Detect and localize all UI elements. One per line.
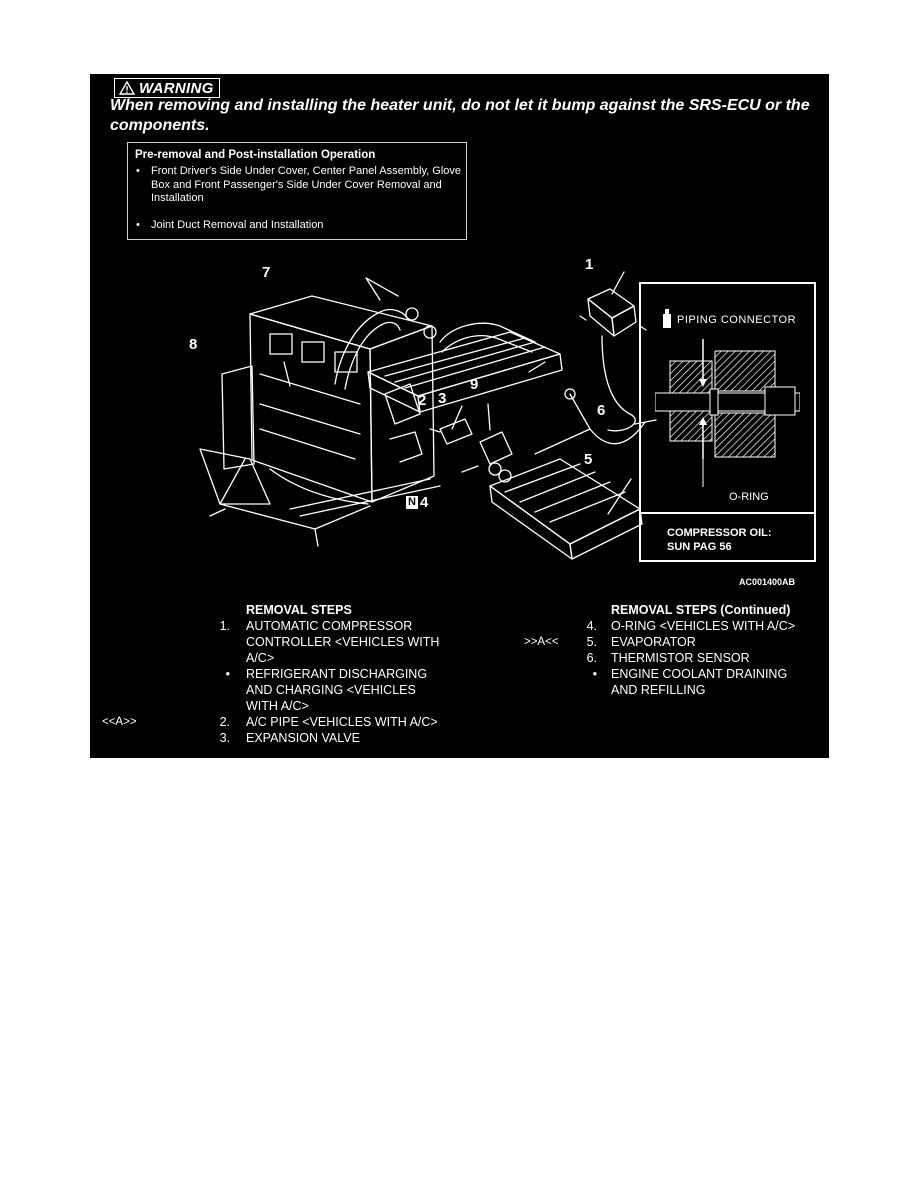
step-1-line2: CONTROLLER <VEHICLES WITH xyxy=(246,635,440,649)
step-1-line1: AUTOMATIC COMPRESSOR xyxy=(246,619,413,633)
warning-text: When removing and installing the heater … xyxy=(110,97,810,134)
callout-3: 3 xyxy=(438,390,447,407)
step-2-text: A/C PIPE <VEHICLES WITH A/C> xyxy=(246,715,438,729)
step-1-number: 1. xyxy=(219,619,230,633)
compressor-oil-line1: COMPRESSOR OIL: xyxy=(667,527,772,539)
step-2-number: 2. xyxy=(219,715,230,729)
procedure-panel: WARNING When removing and installing the… xyxy=(90,74,829,758)
evaporator xyxy=(489,458,643,560)
callout-2: 2 xyxy=(418,392,427,409)
step-5-text: EVAPORATOR xyxy=(611,635,696,649)
callout-9: 9 xyxy=(470,376,479,393)
compressor-oil-line2: SUN PAG 56 xyxy=(667,541,732,553)
step-5-number: 5. xyxy=(586,635,597,649)
steps-left-header: REMOVAL STEPS xyxy=(246,603,352,617)
n-mark-icon: N xyxy=(406,496,418,509)
bullet-1-line2: AND CHARGING <VEHICLES xyxy=(246,683,416,697)
step-3-text: EXPANSION VALVE xyxy=(246,731,360,745)
callout-1: 1 xyxy=(585,256,594,273)
step-2-reference: <<A>> xyxy=(102,716,137,728)
heater-unit-exploded-diagram xyxy=(199,271,657,560)
pre-removal-item: Joint Duct Removal and Installation xyxy=(135,219,465,233)
warning-badge: WARNING xyxy=(114,78,220,98)
bullet-1-line1: REFRIGERANT DISCHARGING xyxy=(246,667,428,681)
steps-right-header: REMOVAL STEPS (Continued) xyxy=(611,603,791,617)
figure-code: AC001400AB xyxy=(739,577,796,587)
pre-removal-title: Pre-removal and Post-installation Operat… xyxy=(135,149,376,161)
heater-core xyxy=(367,331,563,413)
compressor-controller xyxy=(579,288,647,432)
step-6-number: 6. xyxy=(586,651,597,665)
step-4-text: O-RING <VEHICLES WITH A/C> xyxy=(611,619,796,633)
callout-6: 6 xyxy=(597,402,606,419)
step-5-reference: >>A<< xyxy=(524,636,559,648)
callout-4: 4 xyxy=(419,494,429,511)
piping-connector-inset: PIPING CONNECTOR O-RING COMPRESS xyxy=(639,282,816,562)
bullet-2-icon: • xyxy=(592,667,597,681)
warning-label: WARNING xyxy=(139,79,214,97)
pre-removal-item: Front Driver's Side Under Cover, Center … xyxy=(135,165,465,206)
thermistor-sensor xyxy=(534,388,646,455)
pre-removal-box: Pre-removal and Post-installation Operat… xyxy=(127,142,467,240)
inset-divider xyxy=(641,512,814,514)
step-3-number: 3. xyxy=(219,731,230,745)
step-4-number: 4. xyxy=(586,619,597,633)
callout-5: 5 xyxy=(584,451,593,468)
callout-8: 8 xyxy=(189,336,198,353)
heater-unit-housing xyxy=(199,295,441,547)
step-6-text: THERMISTOR SENSOR xyxy=(611,651,750,665)
pre-removal-list: Front Driver's Side Under Cover, Center … xyxy=(135,165,465,232)
heater-hoses xyxy=(334,307,536,390)
inset-title: PIPING CONNECTOR xyxy=(677,314,797,326)
bullet-2-line2: AND REFILLING xyxy=(611,683,706,697)
compressor-oil-note: COMPRESSOR OIL: SUN PAG 56 xyxy=(667,526,772,554)
oil-can-icon xyxy=(663,309,671,328)
bullet-1-line3: WITH A/C> xyxy=(246,699,309,713)
oring-label: O-RING xyxy=(729,491,769,503)
piping-connector-drawing xyxy=(655,339,800,487)
callout-4-group: N 4 xyxy=(406,494,428,511)
bullet-2-line1: ENGINE COOLANT DRAINING xyxy=(611,667,788,681)
bullet-1-icon: • xyxy=(225,667,230,681)
step-1-line3: A/C> xyxy=(246,651,275,665)
callout-7: 7 xyxy=(262,264,271,281)
ac-pipe-expansion-valve xyxy=(429,418,513,483)
warning-triangle-icon xyxy=(119,81,135,95)
